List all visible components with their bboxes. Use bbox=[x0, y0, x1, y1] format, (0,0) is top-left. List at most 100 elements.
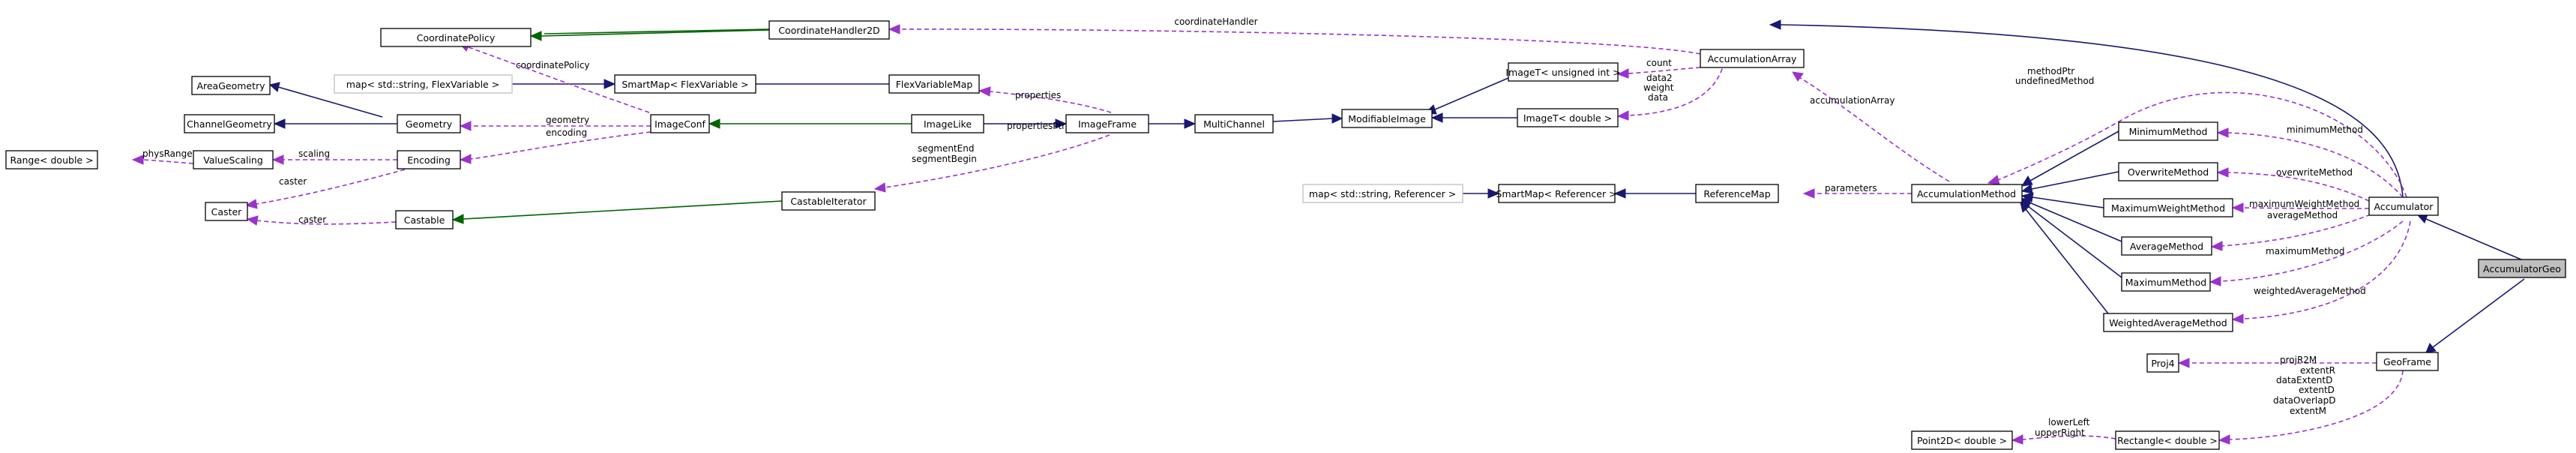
svg-text:GeoFrame: GeoFrame bbox=[2383, 356, 2431, 368]
label-extent-m: extentM bbox=[2290, 406, 2326, 416]
edge-usage-method-ptr bbox=[1987, 92, 2407, 198]
svg-text:Range< double >: Range< double > bbox=[10, 154, 93, 166]
node-reference-map[interactable]: ReferenceMap bbox=[1695, 184, 1779, 203]
label-overwrite-method: overwriteMethod bbox=[2276, 167, 2353, 178]
node-map-referencer[interactable]: map< std::string, Referencer > bbox=[1302, 184, 1463, 203]
node-smartmap-referencer[interactable]: SmartMap< Referencer > bbox=[1496, 184, 1617, 203]
svg-text:SmartMap< Referencer >: SmartMap< Referencer > bbox=[1496, 188, 1616, 200]
node-maximum-method[interactable]: MaximumMethod bbox=[2121, 272, 2211, 292]
svg-text:Castable: Castable bbox=[404, 214, 445, 226]
node-channel-geometry[interactable]: ChannelGeometry bbox=[184, 114, 275, 134]
label-lower-left: lowerLeft bbox=[2048, 417, 2090, 428]
node-rectangle-double[interactable]: Rectangle< double > bbox=[2115, 430, 2220, 450]
label-coordinate-handler: coordinateHandler bbox=[1174, 16, 1257, 27]
node-proj4[interactable]: Proj4 bbox=[2146, 353, 2179, 373]
edge-image-like-to-image-conf bbox=[708, 118, 912, 129]
node-average-method[interactable]: AverageMethod bbox=[2121, 236, 2212, 256]
label-geometry: geometry bbox=[546, 115, 589, 125]
node-accumulator[interactable]: Accumulator bbox=[2368, 196, 2439, 216]
node-image-t-double[interactable]: ImageT< double > bbox=[1517, 108, 1619, 128]
edge-accumulator-to-accumulation-array bbox=[1769, 20, 2404, 198]
svg-text:MaximumWeightMethod: MaximumWeightMethod bbox=[2111, 202, 2225, 214]
edge-smartmap-referencer-to-reference-map bbox=[1613, 188, 1696, 199]
edge-coordinate-handler-2d-to-coordinate-policy bbox=[529, 28, 770, 41]
node-coordinate-policy[interactable]: CoordinatePolicy bbox=[380, 28, 532, 47]
edge-usage-accumulation-array bbox=[1792, 71, 1950, 182]
label-weighted-average-method: weightedAverageMethod bbox=[2254, 286, 2366, 296]
svg-text:AccumulationMethod: AccumulationMethod bbox=[1917, 188, 2016, 200]
svg-text:ImageConf: ImageConf bbox=[654, 118, 705, 130]
node-range-double[interactable]: Range< double > bbox=[5, 150, 98, 170]
edge-usage-maximum-weight-method bbox=[2231, 202, 2370, 213]
node-modifiable-image[interactable]: ModifiableImage bbox=[1341, 109, 1433, 128]
node-maximum-weight-method[interactable]: MaximumWeightMethod bbox=[2103, 198, 2233, 218]
node-image-t-unsigned-int[interactable]: ImageT< unsigned int > bbox=[1505, 62, 1621, 82]
node-multi-channel[interactable]: MultiChannel bbox=[1194, 114, 1274, 134]
node-coordinate-handler-2d[interactable]: CoordinateHandler2D bbox=[768, 20, 890, 40]
edge-channel-geometry-to-geometry bbox=[273, 118, 397, 129]
label-segment-end: segmentEnd bbox=[918, 143, 974, 154]
svg-text:OverwriteMethod: OverwriteMethod bbox=[2128, 166, 2209, 178]
svg-text:Point2D< double >: Point2D< double > bbox=[1917, 435, 2007, 446]
svg-text:AverageMethod: AverageMethod bbox=[2130, 241, 2203, 252]
edge-usage-proj-r2m bbox=[2177, 358, 2377, 368]
svg-text:ImageT< unsigned int >: ImageT< unsigned int > bbox=[1505, 67, 1620, 78]
node-accumulator-geo[interactable]: AccumulatorGeo bbox=[2478, 259, 2566, 278]
label-extent-r: extentR bbox=[2300, 365, 2335, 376]
edge-usage-overwrite-method bbox=[2216, 167, 2370, 202]
node-weighted-average-method[interactable]: WeightedAverageMethod bbox=[2103, 313, 2233, 332]
node-flex-variable-map[interactable]: FlexVariableMap bbox=[888, 74, 980, 94]
svg-text:MinimumMethod: MinimumMethod bbox=[2129, 126, 2208, 137]
node-overwrite-method[interactable]: OverwriteMethod bbox=[2118, 162, 2218, 182]
edge-castable-iterator-to-castable bbox=[451, 200, 783, 224]
edge-image-t-double-to-modifiable-image bbox=[1430, 112, 1517, 123]
label-maximum-weight-method: maximumWeightMethod bbox=[2249, 199, 2359, 209]
label-properties-ptr: propertiesPtr bbox=[1007, 121, 1065, 131]
node-caster[interactable]: Caster bbox=[205, 202, 248, 221]
edge-usage-parameters bbox=[1802, 188, 1913, 199]
edge-usage-minimum-method bbox=[2216, 128, 2404, 198]
node-map-flex-variable[interactable]: map< std::string, FlexVariable > bbox=[334, 74, 513, 94]
svg-text:ImageT< double >: ImageT< double > bbox=[1523, 112, 1612, 124]
svg-text:AreaGeometry: AreaGeometry bbox=[196, 80, 265, 92]
label-properties: properties bbox=[1015, 90, 1061, 100]
node-point2d-double[interactable]: Point2D< double > bbox=[1911, 430, 2013, 450]
edge-multi-channel-to-modifiable-image bbox=[1272, 113, 1343, 124]
edge-usage-caster-from-encoding bbox=[244, 169, 406, 209]
node-image-like[interactable]: ImageLike bbox=[911, 114, 984, 134]
label-segment-begin: segmentBegin bbox=[912, 154, 977, 164]
svg-text:ChannelGeometry: ChannelGeometry bbox=[187, 118, 272, 130]
node-smartmap-flex-variable[interactable]: SmartMap< FlexVariable > bbox=[614, 74, 756, 94]
svg-text:map< std::string, FlexVariable: map< std::string, FlexVariable > bbox=[346, 79, 499, 90]
label-average-method: averageMethod bbox=[2267, 210, 2338, 220]
node-accumulation-method[interactable]: AccumulationMethod bbox=[1911, 184, 2023, 203]
node-accumulation-array[interactable]: AccumulationArray bbox=[1700, 49, 1805, 68]
svg-text:Caster: Caster bbox=[211, 206, 242, 218]
node-image-conf[interactable]: ImageConf bbox=[650, 114, 710, 134]
label-data-overlap-d: dataOverlapD bbox=[2273, 395, 2335, 406]
node-geometry[interactable]: Geometry bbox=[397, 114, 461, 134]
edge-accumulator-geo-to-accumulator bbox=[2418, 214, 2527, 262]
node-geo-frame[interactable]: GeoFrame bbox=[2376, 352, 2439, 371]
svg-text:CoordinateHandler2D: CoordinateHandler2D bbox=[778, 25, 879, 36]
label-minimum-method: minimumMethod bbox=[2287, 124, 2363, 135]
edge-maximum-weight-method-to-accumulation-method bbox=[2020, 192, 2104, 208]
node-image-frame[interactable]: ImageFrame bbox=[1065, 114, 1149, 134]
edge-usage-weighted-average-method bbox=[2231, 220, 2411, 324]
edge-usage-segment bbox=[873, 134, 1110, 193]
svg-text:ValueScaling: ValueScaling bbox=[203, 154, 263, 166]
edge-usage-encoding bbox=[459, 131, 651, 164]
node-encoding[interactable]: Encoding bbox=[397, 150, 461, 170]
edge-usage-coordinate-handler bbox=[888, 24, 1701, 55]
node-minimum-method[interactable]: MinimumMethod bbox=[2118, 122, 2218, 141]
edge-accumulator-geo-to-geo-frame bbox=[2425, 278, 2525, 353]
label-method-ptr: methodPtr bbox=[2027, 66, 2074, 76]
node-area-geometry[interactable]: AreaGeometry bbox=[191, 76, 271, 95]
svg-text:SmartMap< FlexVariable >: SmartMap< FlexVariable > bbox=[622, 79, 748, 90]
node-castable[interactable]: Castable bbox=[395, 210, 454, 230]
node-value-scaling[interactable]: ValueScaling bbox=[193, 150, 274, 170]
node-castable-iterator[interactable]: CastableIterator bbox=[781, 191, 876, 211]
svg-text:MultiChannel: MultiChannel bbox=[1203, 118, 1265, 130]
svg-text:ReferenceMap: ReferenceMap bbox=[1703, 188, 1770, 200]
